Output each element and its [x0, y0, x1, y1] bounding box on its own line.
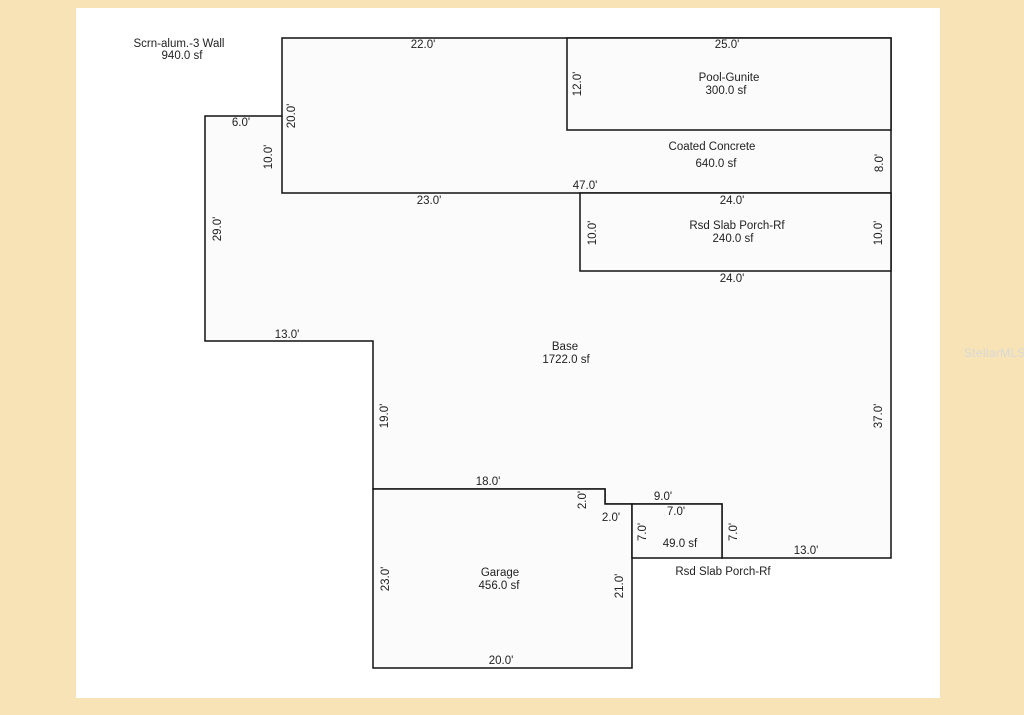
dim-pool-top: 25.0' [715, 39, 740, 51]
dim-scrn-top: 22.0' [411, 39, 436, 51]
dim-scrn-left: 20.0' [286, 104, 298, 129]
porch-small-size-label: 49.0 sf [663, 538, 698, 550]
dim-base-ext-right: 10.0' [263, 145, 275, 170]
dim-base-bottom-right: 13.0' [794, 545, 819, 557]
porch-upper-outline [579, 192, 892, 272]
concrete-name-label: Coated Concrete [669, 141, 756, 153]
porch-upper-name-label: Rsd Slab Porch-Rf [689, 220, 785, 232]
dim-porch-top: 24.0' [720, 195, 745, 207]
dim-base-top-left: 6.0' [232, 117, 250, 129]
dim-garage-notch: 2.0' [577, 491, 589, 509]
dim-porch2-top: 7.0' [667, 506, 685, 518]
dim-porch2-top-outer: 9.0' [654, 491, 672, 503]
porch-upper-size-label: 240.0 sf [713, 233, 755, 245]
pool-outline [566, 37, 892, 131]
dim-garage-left: 23.0' [380, 567, 392, 592]
dim-pool-left: 12.0' [572, 72, 584, 97]
dim-notch-horizontal: 2.0' [602, 512, 620, 524]
pool-name-label: Pool-Gunite [699, 72, 760, 84]
dim-porch-bottom: 24.0' [720, 273, 745, 285]
scrn-name-label: Scrn-alum.-3 Wall [134, 38, 225, 50]
pool-size-label: 300.0 sf [706, 85, 748, 97]
dim-base-right: 37.0' [873, 404, 885, 429]
concrete-size-label: 640.0 sf [696, 158, 738, 170]
garage-name-label: Garage [481, 567, 519, 579]
dim-base-mid-left: 19.0' [379, 404, 391, 429]
watermark-text: StellarMLS [964, 346, 1024, 360]
dim-porch-right: 10.0' [873, 221, 885, 246]
dim-porch-left: 10.0' [587, 221, 599, 246]
dim-porch2-left: 7.0' [637, 523, 649, 541]
porch-small-outline [631, 503, 723, 559]
dim-full-width: 47.0' [573, 180, 598, 192]
sketch-sheet: Scrn-alum.-3 Wall 940.0 sf Pool-Gunite 3… [76, 8, 940, 698]
dim-base-left: 29.0' [212, 217, 224, 242]
scrn-size-label: 940.0 sf [162, 50, 204, 62]
dim-garage-right: 21.0' [614, 574, 626, 599]
floor-plan-diagram: Scrn-alum.-3 Wall 940.0 sf Pool-Gunite 3… [134, 37, 892, 669]
porch-small-name-label: Rsd Slab Porch-Rf [675, 566, 771, 578]
dim-scrn-bottom: 23.0' [417, 195, 442, 207]
dim-porch2-right: 7.0' [728, 523, 740, 541]
dim-garage-top: 18.0' [476, 476, 501, 488]
base-size-label: 1722.0 sf [542, 354, 590, 366]
base-name-label: Base [552, 341, 578, 353]
dim-garage-bottom: 20.0' [489, 655, 514, 667]
dim-base-step: 13.0' [275, 329, 300, 341]
dim-concrete-right: 8.0' [874, 154, 886, 172]
garage-size-label: 456.0 sf [479, 580, 521, 592]
